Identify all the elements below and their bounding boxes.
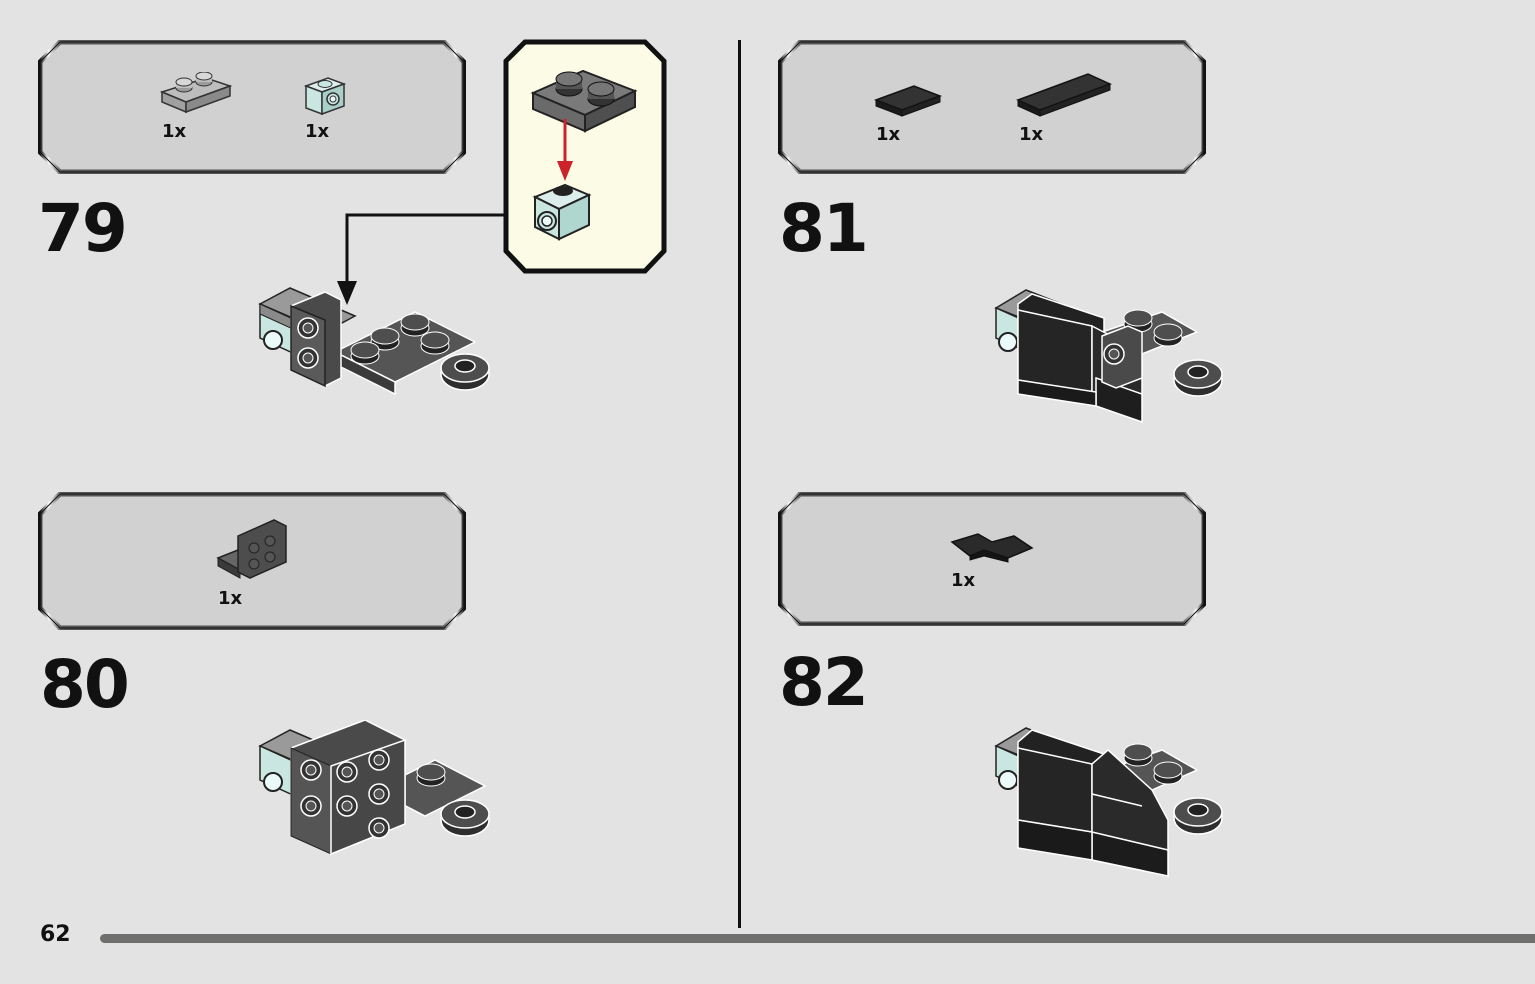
tile-1x2-black-icon bbox=[874, 84, 942, 120]
page-number: 62 bbox=[40, 922, 71, 947]
plate-1x2-dark-gray-icon bbox=[530, 69, 638, 133]
brick-1x1-studs-side-aqua-icon bbox=[302, 74, 348, 118]
parts-box-step-79 bbox=[38, 40, 466, 174]
part-qty: 1x bbox=[162, 121, 187, 142]
part-qty: 1x bbox=[1019, 124, 1044, 145]
model-step-79 bbox=[255, 282, 495, 402]
brick-1x1-aqua-icon bbox=[532, 183, 592, 241]
part-qty: 1x bbox=[305, 121, 330, 142]
step-number-79: 79 bbox=[38, 190, 128, 267]
center-divider bbox=[738, 40, 741, 928]
tile-1x4-black-icon bbox=[1016, 72, 1112, 120]
step-number-82: 82 bbox=[779, 644, 869, 721]
model-step-80 bbox=[255, 720, 495, 860]
part-qty: 1x bbox=[876, 124, 901, 145]
footer-bar bbox=[100, 934, 1535, 943]
callout-pointer-arrow bbox=[337, 213, 506, 305]
model-step-82 bbox=[992, 720, 1232, 880]
bracket-2x2-dark-gray-icon bbox=[216, 516, 290, 582]
sub-assembly-callout bbox=[503, 39, 667, 275]
model-step-81 bbox=[992, 282, 1232, 432]
part-qty: 1x bbox=[951, 570, 976, 591]
part-qty: 1x bbox=[218, 588, 243, 609]
step-number-80: 80 bbox=[40, 646, 130, 723]
wedge-tile-black-icon bbox=[948, 530, 1038, 566]
plate-1x2-light-gray-icon bbox=[160, 72, 232, 116]
step-number-81: 81 bbox=[779, 190, 869, 267]
parts-box-step-81 bbox=[778, 40, 1206, 174]
parts-box-step-82 bbox=[778, 492, 1206, 626]
